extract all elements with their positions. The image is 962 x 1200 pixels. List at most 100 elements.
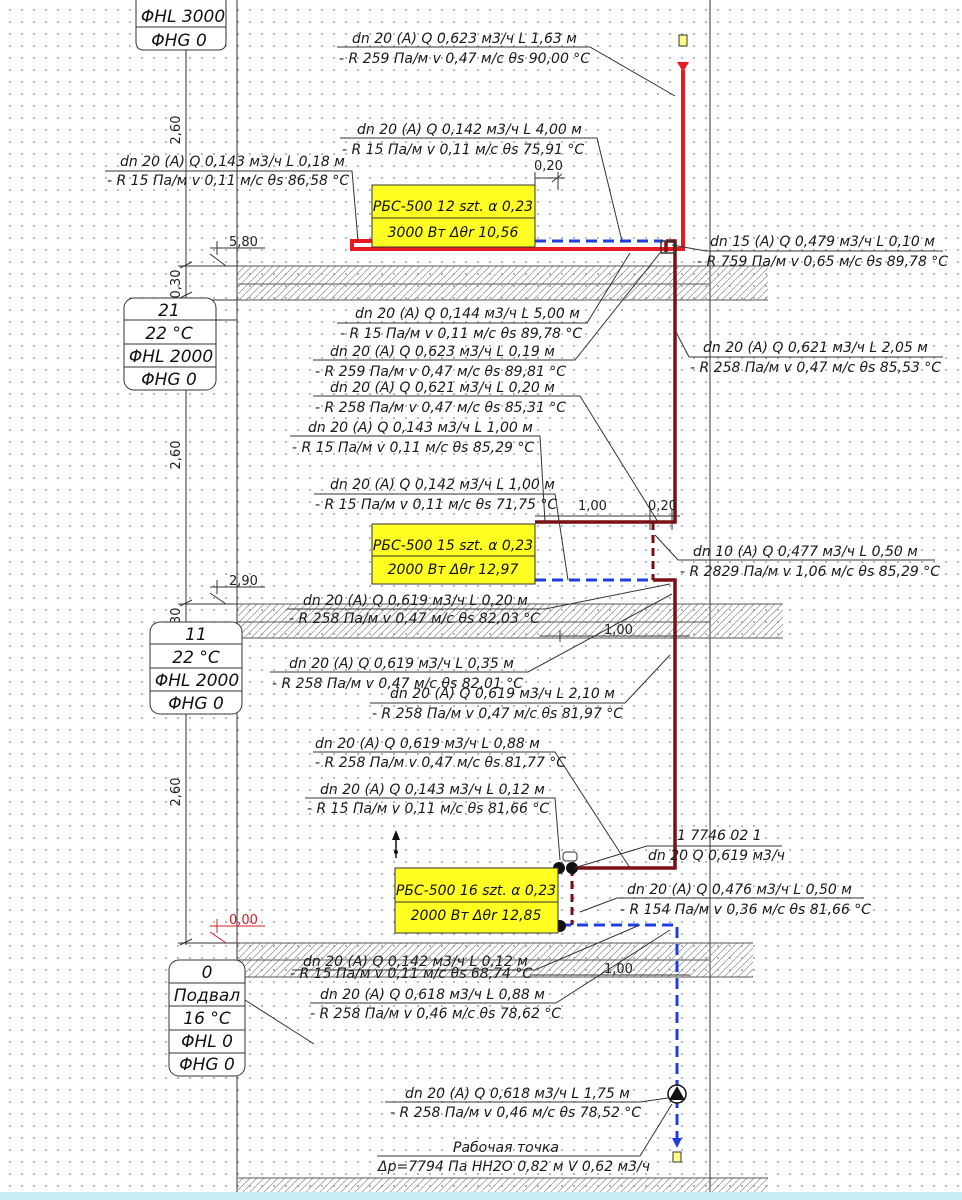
level-label: 0,00 <box>229 913 258 928</box>
room-boxes: ΦHL 3000 ΦHG 0 21 22 °C ΦHL 2000 ΦHG 0 1… <box>123 0 315 1077</box>
room-temperature: 22 °C <box>172 648 220 668</box>
pipe-label-line: dn 20 (A) Q 0,621 м3/ч L 2,05 м <box>703 340 928 356</box>
level-marker <box>209 919 265 944</box>
level-marker <box>209 580 265 605</box>
pipe-label-line: dn 20 (A) Q 0,618 м3/ч L 0,88 м <box>320 987 545 1003</box>
air-vent-bottom-icon <box>672 1151 682 1163</box>
radiator-power: 2000 Вт Δθr 12,97 <box>388 562 519 578</box>
pipe-label-line: - R 15 Па/м v 0,11 м/с θs 81,66 °C <box>307 801 549 817</box>
pipe-label-line: - R 258 Па/м v 0,46 м/с θs 78,62 °C <box>310 1006 561 1022</box>
pipe-label-line: - R 259 Па/м v 0,47 м/с θs 89,81 °C <box>315 364 566 380</box>
flow-arrow-down-icon <box>672 1138 682 1148</box>
pipe-label-line: dn 20 (A) Q 0,623 м3/ч L 1,63 м <box>352 31 577 47</box>
radiator-model: РБС-500 15 szt. α 0,23 <box>373 538 533 554</box>
pipe-label-line: - R 759 Па/м v 0,65 м/с θs 89,78 °C <box>697 254 948 270</box>
air-vent-top-icon <box>678 34 688 47</box>
room-name: Подвал <box>174 986 240 1006</box>
dimension-label: 0,20 <box>648 499 677 514</box>
north-arrow-icon <box>392 830 400 858</box>
pipe-label-line: dn 20 (A) Q 0,619 м3/ч L 0,35 м <box>289 656 514 672</box>
pipe-labels: dn 20 (A) Q 0,623 м3/ч L 1,63 м - R 259 … <box>107 31 948 1175</box>
pipe-label-line: dn 20 (A) Q 0,143 м3/ч L 0,12 м <box>320 782 545 798</box>
valve-node-icon <box>566 862 578 874</box>
level-markers: 5,80 2,90 0,00 <box>209 235 265 944</box>
bottom-scrollbar[interactable] <box>0 1192 962 1200</box>
radiator-model: РБС-500 16 szt. α 0,23 <box>396 883 556 899</box>
pipe-label-line: dn 20 (A) Q 0,619 м3/ч L 2,10 м <box>390 686 615 702</box>
fitting-square-icon <box>660 240 676 254</box>
slab-floor-2 <box>238 266 768 300</box>
pipe-label-line: dn 20 (A) Q 0,144 м3/ч L 5,00 м <box>355 306 580 322</box>
radiator-model: РБС-500 12 szt. α 0,23 <box>373 199 533 215</box>
room-heat-loss: ΦHL 2000 <box>155 671 239 691</box>
height-label: 2,60 <box>169 441 184 470</box>
pipe-label-line: - R 258 Па/м v 0,47 м/с θs 85,53 °C <box>690 360 941 376</box>
room-heat-loss: ΦHL 0 <box>181 1032 233 1052</box>
pipe-label-line: - R 258 Па/м v 0,47 м/с θs 82,01 °C <box>272 676 523 692</box>
pipe-label-line: - R 258 Па/м v 0,46 м/с θs 78,52 °C <box>390 1105 641 1121</box>
height-label: 2,60 <box>169 778 184 807</box>
pipe-label-line: - R 15 Па/м v 0,11 м/с θs 68,74 °C <box>290 966 532 982</box>
pipe-label-line: dn 20 (A) Q 0,476 м3/ч L 0,50 м <box>627 882 852 898</box>
return-pipe-bottom <box>560 923 679 1140</box>
radiator-1: РБС-500 12 szt. α 0,23 3000 Вт Δθr 10,56 <box>371 184 536 248</box>
room-box-basement: 0 Подвал 16 °C ΦHL 0 ΦHG 0 <box>168 959 246 1077</box>
pipe-label-line: dn 20 (A) Q 0,142 м3/ч L 4,00 м <box>357 122 582 138</box>
pipe-label-line: dn 20 (A) Q 0,619 м3/ч L 0,88 м <box>315 736 540 752</box>
pipe-label-line: - R 2829 Па/м v 1,06 м/с θs 85,29 °C <box>680 564 940 580</box>
pipe-label-line: - R 15 Па/м v 0,11 м/с θs 86,58 °C <box>107 173 349 189</box>
room-temperature: 22 °C <box>145 324 193 344</box>
radiator-power: 3000 Вт Δθr 10,56 <box>388 225 519 241</box>
room-heat-gain: ΦHG 0 <box>151 31 207 51</box>
pipe-label-line: dn 20 Q 0,619 м3/ч <box>648 848 785 864</box>
height-label: 2,60 <box>169 116 184 145</box>
radiator-3: РБС-500 16 szt. α 0,23 2000 Вт Δθr 12,85 <box>394 867 559 934</box>
pipe-label-line: 1 7746 02 1 <box>677 828 762 844</box>
pipe-label-line: - R 258 Па/м v 0,47 м/с θs 82,03 °C <box>289 611 540 627</box>
room-temperature: 16 °C <box>183 1009 231 1029</box>
pipe-label-line: dn 20 (A) Q 0,619 м3/ч L 0,20 м <box>303 593 528 609</box>
radiator-power: 2000 Вт Δθr 12,85 <box>411 908 542 924</box>
pipe-label-line: dn 20 (A) Q 0,143 м3/ч L 1,00 м <box>308 420 533 436</box>
pipe-label-line: dn 20 (A) Q 0,143 м3/ч L 0,18 м <box>120 154 345 170</box>
pipe-label-line: dn 20 (A) Q 0,142 м3/ч L 0,12 м <box>303 954 528 970</box>
pipe-label-line: dn 15 (A) Q 0,479 м3/ч L 0,10 м <box>710 234 935 250</box>
flow-arrow-down-icon <box>677 62 689 72</box>
level-label: 5,80 <box>229 235 258 250</box>
dimension-label: 1,00 <box>604 623 633 638</box>
level-marker <box>209 241 265 267</box>
room-heat-gain: ΦHG 0 <box>179 1055 235 1075</box>
room-box-top: ΦHL 3000 ΦHG 0 <box>135 0 227 51</box>
pipe-label-line: dn 20 (A) Q 0,142 м3/ч L 1,00 м <box>330 477 555 493</box>
level-label: 2,90 <box>229 574 258 589</box>
height-label: 0,30 <box>169 270 184 299</box>
room-number: 21 <box>158 301 180 321</box>
pump-label-line: Δp=7794 Па HH2O 0,82 м V 0,62 м3/ч <box>377 1159 650 1175</box>
room-heat-loss: ΦHL 3000 <box>141 7 225 27</box>
dimension-label: 1,00 <box>604 962 633 977</box>
supply-pipe-top <box>350 70 685 251</box>
pipe-label-line: dn 20 (A) Q 0,621 м3/ч L 0,20 м <box>330 380 555 396</box>
dimension-label: 1,00 <box>578 499 607 514</box>
riser-lower <box>578 578 677 870</box>
room-number: 11 <box>185 625 207 645</box>
pipe-label-line: - R 258 Па/м v 0,47 м/с θs 85,31 °C <box>315 400 566 416</box>
pipe-label-line: dn 10 (A) Q 0,477 м3/ч L 0,50 м <box>693 544 918 560</box>
pipe-label-line: - R 15 Па/м v 0,11 м/с θs 75,91 °C <box>342 142 584 158</box>
pump-label-line: Рабочая точка <box>453 1140 559 1156</box>
room-heat-gain: ΦHG 0 <box>168 694 224 714</box>
thermostatic-valve-icon <box>562 851 578 862</box>
pipe-label-line: - R 15 Па/м v 0,11 м/с θs 85,29 °C <box>292 440 534 456</box>
slab-bottom <box>238 1178 768 1192</box>
pipe-label-line: - R 15 Па/м v 0,11 м/с θs 71,75 °C <box>315 497 557 513</box>
dimension-label: 0,20 <box>534 159 563 174</box>
fittings <box>392 34 689 1163</box>
room-heat-gain: ΦHG 0 <box>141 370 197 390</box>
pipe-label-line: dn 20 (A) Q 0,618 м3/ч L 1,75 м <box>405 1086 630 1102</box>
room-heat-loss: ΦHL 2000 <box>129 347 213 367</box>
slab-floor-1 <box>238 604 783 638</box>
pipe-label-line: - R 258 Па/м v 0,47 м/с θs 81,77 °C <box>315 755 566 771</box>
room-box-21: 21 22 °C ΦHL 2000 ΦHG 0 <box>123 297 217 391</box>
